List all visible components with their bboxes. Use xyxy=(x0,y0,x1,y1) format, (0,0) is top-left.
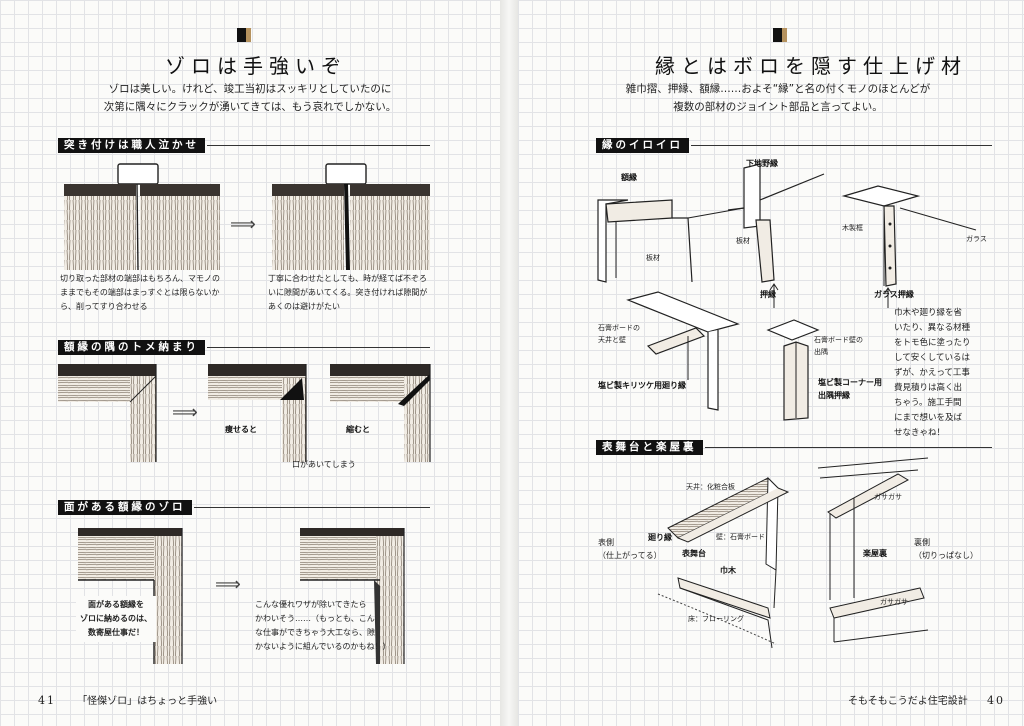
folio: そもそもこうだよ住宅設計 40 xyxy=(848,692,1005,707)
section-label: 縁のイロイロ xyxy=(596,138,689,153)
arrow-icon: ⟹ xyxy=(172,402,198,423)
diagram-label: 石膏ボード壁の 出隅 xyxy=(814,336,863,356)
running-title: そもそもこうだよ住宅設計 xyxy=(848,696,968,707)
arrow-icon: ⟹ xyxy=(215,574,241,595)
chamfered-frame-diagram-after xyxy=(300,528,405,664)
diagram-label: 石膏ボードの 天井と壁 xyxy=(598,324,640,344)
folio: 41 「怪傑ゾロ」はちょっと手強い xyxy=(38,692,217,707)
caption: 丁寧に合わせたとしても、時が経てば不ぞろ いに隙間があいてくる。突き付ければ隙間… xyxy=(268,274,428,311)
section-marker xyxy=(237,28,251,42)
diagram-label: 表側 （仕上がってる） xyxy=(598,538,662,560)
right-page: 縁とはボロを隠す仕上げ材 雑巾摺、押縁、額縁……およそ“縁”と名の付くモノのほと… xyxy=(518,0,1024,726)
diagram-label: 裏側 （切りっぱなし） xyxy=(914,538,978,560)
page-title: 縁とはボロを隠す仕上げ材 xyxy=(655,54,967,78)
caption: こんな優れワザが除いてきたら かわいそう……（もっとも、こん な仕事ができちゃう… xyxy=(255,600,391,651)
section-header: 表舞台と楽屋裏 xyxy=(596,440,992,455)
diagram-label: 板材 xyxy=(736,237,750,245)
section-label: 表舞台と楽屋裏 xyxy=(596,440,703,455)
section-label: 面がある額縁のゾロ xyxy=(58,500,192,515)
side-note: 巾木や廻り縁を省 いたり、異なる材種 をトモ色に塗ったり して安くしているは ず… xyxy=(894,308,971,438)
butt-joint-diagram-after xyxy=(272,163,430,270)
section-marker xyxy=(773,28,787,42)
diagram-label: ガラス押縁 xyxy=(874,290,914,299)
diagram-label: 木製框 xyxy=(842,224,863,232)
running-title: 「怪傑ゾロ」はちょっと手強い xyxy=(77,696,218,707)
miter-joint-diagram xyxy=(58,364,431,462)
diagram-label: ガラス xyxy=(966,235,987,243)
diagram-label: ガサガサ xyxy=(880,598,908,606)
section-header: 縁のイロイロ xyxy=(596,138,992,153)
front-back-stage-diagram xyxy=(657,457,929,649)
diagram-label: 楽屋裏 xyxy=(863,549,887,558)
gutter xyxy=(500,0,518,726)
diagram-label: 床：フローリング xyxy=(688,615,744,623)
section-label: 突き付けは職人泣かせ xyxy=(58,138,205,153)
section-header: 突き付けは職人泣かせ xyxy=(58,138,430,153)
caption: 切り取った部材の端部はもちろん、マモノの ままでもその端部はまっすぐとは限らない… xyxy=(60,274,220,311)
diagram-label: 塩ビ製コーナー用 出隅押縁 xyxy=(818,378,882,400)
diagram-label: 壁：石膏ボード xyxy=(716,533,765,541)
arrow-icon: ⟹ xyxy=(230,214,256,235)
page-title: ゾロは手強いぞ xyxy=(165,54,347,78)
lead-text: 雑巾摺、押縁、額縁……およそ“縁”と名の付くモノのほとんどが 複数の部材のジョイ… xyxy=(625,83,931,113)
caption: 口があいてしまう xyxy=(292,460,356,469)
section-header: 面がある額縁のゾロ xyxy=(58,500,430,515)
diagram-label: ガサガサ xyxy=(874,493,902,501)
diagram-label: 額縁 xyxy=(621,173,637,182)
chamfered-frame-diagram-before xyxy=(78,528,183,664)
lead-text: ゾロは美しい。けれど、竣工当初はスッキリとしていたのに 次第に隅々にクラックが湧… xyxy=(103,83,397,113)
page-number: 41 xyxy=(38,694,56,707)
diagram-label: 廻り縁 xyxy=(648,533,672,542)
diagram-label: 痩せると xyxy=(225,425,257,434)
diagram-label: 押縁 xyxy=(760,290,776,299)
diagram-label: 表舞台 xyxy=(682,549,706,558)
section-header: 額縁の隅のトメ納まり xyxy=(58,340,430,355)
diagram-label: 下地野縁 xyxy=(746,159,778,168)
diagram-label: 巾木 xyxy=(720,566,736,575)
page-number: 40 xyxy=(987,694,1005,707)
diagram-label: 塩ビ製キリツケ用廻り縁 xyxy=(598,381,686,390)
butt-joint-diagram-before xyxy=(64,163,220,271)
section-label: 額縁の隅のトメ納まり xyxy=(58,340,205,355)
diagram-label: 板材 xyxy=(646,254,660,262)
diagram-label: 縮むと xyxy=(346,425,370,434)
left-page: ゾロは手強いぞ ゾロは美しい。けれど、竣工当初はスッキリとしていたのに 次第に隅… xyxy=(0,0,500,726)
frame-types-diagram xyxy=(597,163,977,421)
diagram-label: 天井：化粧合板 xyxy=(686,483,735,491)
callout-text: 面がある額縁を ゾロに納めるのは、 数寄屋仕事だ！ xyxy=(76,596,156,642)
